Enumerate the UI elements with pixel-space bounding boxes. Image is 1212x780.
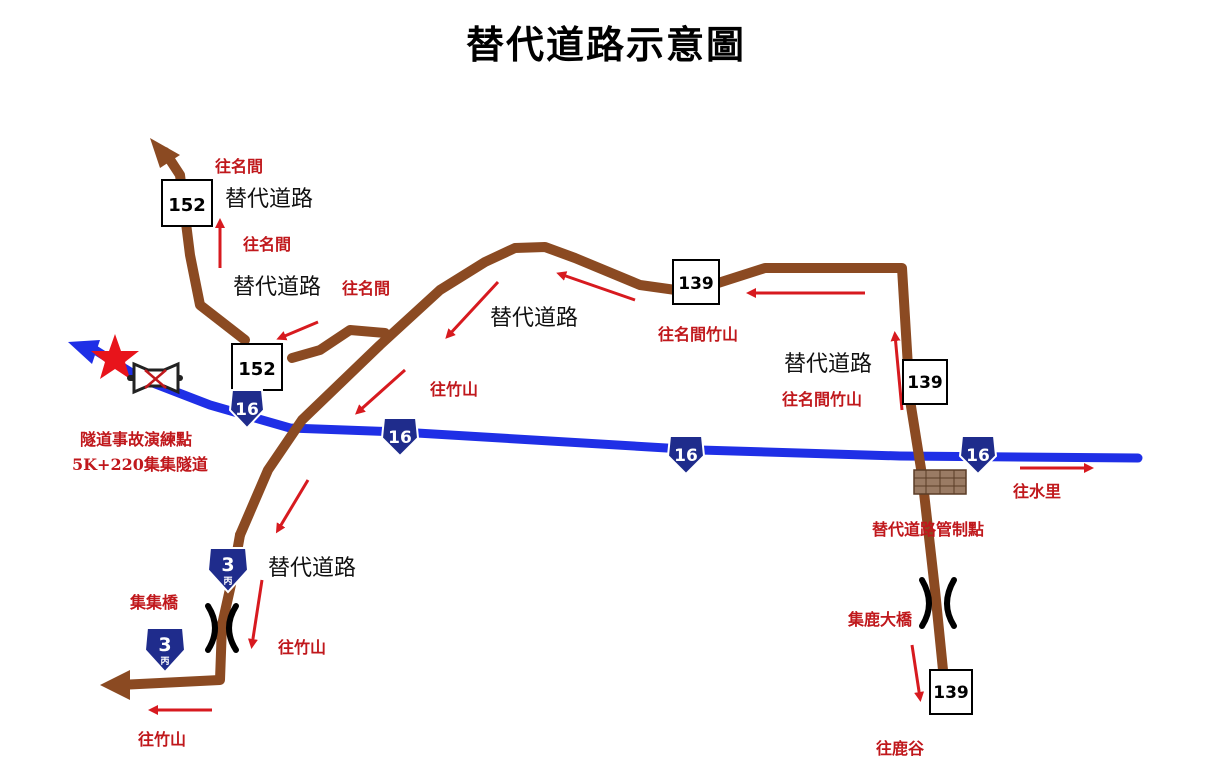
route-16-shield-3: 16 xyxy=(666,435,706,476)
map-title: 替代道路示意圖 xyxy=(465,22,746,67)
to-zhushan-label-1: 往竹山 xyxy=(430,380,478,399)
to-mingjian-label-2: 往名間 xyxy=(243,235,291,254)
route-139-sign-top: 139 xyxy=(672,259,720,305)
route-3-shield-upper: 3 丙 xyxy=(206,547,250,594)
route-152-sign-north: 152 xyxy=(161,179,213,227)
svg-text:16: 16 xyxy=(966,446,990,466)
route-152-sign: 152 xyxy=(231,343,283,391)
direction-arrows xyxy=(148,218,1094,715)
to-mingjian-label-1: 往名間 xyxy=(215,157,263,176)
control-point-label: 替代道路管制點 xyxy=(872,520,984,539)
svg-text:152: 152 xyxy=(168,195,206,216)
route-16-shield-1: 16 xyxy=(228,389,266,430)
to-lugu-label: 往鹿谷 xyxy=(876,739,925,758)
svg-text:16: 16 xyxy=(388,428,412,448)
svg-text:丙: 丙 xyxy=(160,656,169,667)
to-mingjian-zhushan-label-2: 往名間竹山 xyxy=(782,390,862,409)
svg-text:3: 3 xyxy=(158,634,171,656)
bridge-icon xyxy=(919,577,957,629)
to-zhushan-label-3: 往竹山 xyxy=(138,730,186,749)
route-139-sign-middle: 139 xyxy=(902,359,948,405)
alt-road-label-2: 替代道路 xyxy=(233,275,321,300)
route-139-sign-bottom: 139 xyxy=(929,669,973,715)
to-mingjian-label-3: 往名間 xyxy=(342,279,390,298)
svg-text:16: 16 xyxy=(674,446,698,466)
alt-road-label-3: 替代道路 xyxy=(490,306,578,331)
west-arrowhead xyxy=(100,670,130,700)
northwest-arrowhead xyxy=(150,138,180,168)
to-shuili-label: 往水里 xyxy=(1013,482,1061,501)
route-16-shield-2: 16 xyxy=(380,417,420,458)
tunnel-closed-icon xyxy=(127,361,183,395)
svg-text:3: 3 xyxy=(221,554,234,576)
tunnel-location-label: 5K+220集集隧道 xyxy=(72,455,208,474)
svg-text:152: 152 xyxy=(238,359,276,380)
barrier-icon xyxy=(913,469,967,495)
svg-text:139: 139 xyxy=(678,274,714,294)
alt-road-label-5: 替代道路 xyxy=(268,556,356,581)
to-mingjian-zhushan-label-1: 往名間竹山 xyxy=(658,325,738,344)
route-16-shield-4: 16 xyxy=(958,435,998,476)
svg-text:丙: 丙 xyxy=(223,576,232,587)
svg-text:139: 139 xyxy=(933,683,969,703)
to-zhushan-label-2: 往竹山 xyxy=(278,638,326,657)
bridge-icon xyxy=(205,603,239,653)
svg-text:16: 16 xyxy=(235,400,259,420)
alt-road-label-4: 替代道路 xyxy=(784,352,872,377)
route-3-shield-lower: 3 丙 xyxy=(143,627,187,674)
svg-text:139: 139 xyxy=(907,373,943,393)
drill-point-label: 隧道事故演練點 xyxy=(80,430,192,449)
jilu-bridge-label: 集鹿大橋 xyxy=(847,610,913,629)
alt-road-label-1: 替代道路 xyxy=(225,187,313,212)
jiji-bridge-label: 集集橋 xyxy=(129,593,179,612)
star-icon xyxy=(91,334,139,379)
